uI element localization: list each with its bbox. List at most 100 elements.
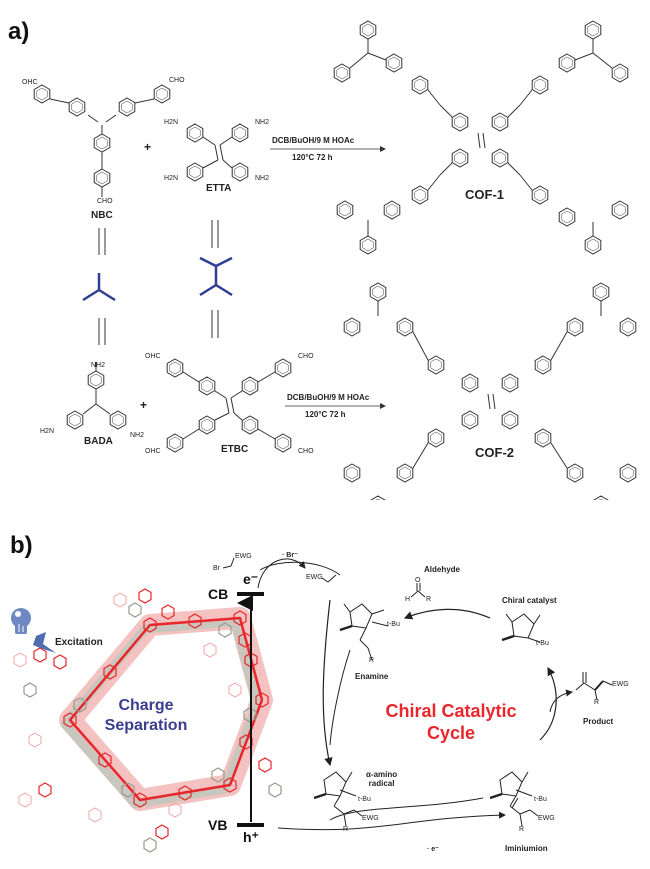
- chiral-catalyst-label: Chiral catalyst: [502, 596, 557, 605]
- bada-label: BADA: [84, 436, 113, 447]
- equals-symbol-etta: [211, 220, 219, 248]
- cof-2-structure: [343, 282, 637, 500]
- alpha-amino-radical-molecule: [313, 771, 363, 827]
- cof-2-label: COF-2: [475, 445, 514, 460]
- substrate-ewg-label: EWG: [235, 553, 252, 560]
- etta-molecule: [186, 123, 249, 182]
- equals-symbol-etbc: [211, 310, 219, 338]
- bada-group-h2n: H2N: [40, 428, 55, 435]
- iminium-r-label: R: [519, 826, 525, 833]
- bada-group-nh2-top: NH2: [91, 362, 106, 369]
- aldehyde-label: Aldehyde: [424, 565, 461, 574]
- equals-symbol-bada: [98, 318, 106, 345]
- nbc-group-cho-right: CHO: [169, 77, 185, 84]
- alpha-amino-radical-label: α-amino radical: [366, 770, 397, 788]
- etbc-group-cho-bottom: CHO: [298, 448, 314, 455]
- product-ewg-label: EWG: [612, 681, 629, 688]
- product-label: Product: [583, 717, 614, 726]
- charge-separation-label: Charge Separation: [96, 696, 196, 736]
- alkyl-radical-molecule: [321, 574, 337, 583]
- nbc-molecule: [33, 84, 171, 197]
- etbc-molecule: [166, 358, 292, 453]
- radical-tbu-label: t-Bu: [358, 796, 371, 803]
- equals-symbol-nbc: [98, 228, 106, 255]
- enamine-tbu-label: t-Bu: [387, 621, 400, 628]
- product-molecule: [575, 672, 613, 701]
- radical-r-label: R: [343, 826, 349, 833]
- conditions-1-solvent: DCB/BuOH/9 M HOAc: [272, 136, 355, 145]
- panel-a-label: a): [8, 18, 30, 45]
- radical-addition-arrow: [322, 599, 333, 767]
- radical-ewg-substituent: EWG: [362, 815, 379, 822]
- radical-ewg-label: EWG: [306, 574, 323, 581]
- charge-separation-line-1: Charge: [118, 697, 174, 714]
- enamine-label: Enamine: [355, 672, 389, 681]
- chiral-catalyst-molecule: [501, 613, 541, 643]
- iminium-ion-label: Iminiumion: [505, 844, 548, 853]
- electron-transfer-arrow: [257, 558, 306, 589]
- aldehyde-h-label: H: [405, 596, 411, 603]
- charge-separation-line-2: Separation: [104, 717, 188, 734]
- panel-b-label: b): [10, 532, 33, 559]
- alkyl-bromide-molecule: [222, 557, 235, 569]
- plus-sign-2: +: [140, 398, 148, 412]
- aldehyde-r-label: R: [426, 596, 432, 603]
- substrate-br-label: Br: [213, 565, 220, 572]
- alpha-amino-radical-line-2: radical: [368, 779, 395, 788]
- excitation-label: Excitation: [55, 637, 103, 648]
- hole-oxidation-arrow: [277, 811, 506, 831]
- cof-framework-pore: [13, 588, 282, 853]
- aldehyde-molecule: [410, 583, 426, 598]
- iminium-tbu-label: t-Bu: [534, 796, 547, 803]
- alpha-amino-radical-line-1: α-amino: [366, 770, 398, 779]
- lightning-bolt-icon: [33, 632, 56, 653]
- conditions-2-solvent: DCB/BuOH/9 M HOAc: [287, 393, 370, 402]
- etta-group-h2n-bottom: H2N: [164, 175, 179, 182]
- bada-group-nh2-right: NH2: [130, 432, 145, 439]
- etta-group-h2n-top: H2N: [164, 119, 179, 126]
- enamine-r-label: R: [369, 657, 375, 664]
- etbc-group-ohc-bottom: OHC: [145, 448, 161, 455]
- enamine-to-radical-arrow: [329, 649, 351, 746]
- aldehyde-condensation-arrow: [403, 608, 491, 620]
- electron-loss-label: · e⁻: [427, 846, 439, 853]
- chiral-catalytic-cycle-label: Chiral Catalytic Cycle: [376, 700, 526, 744]
- product-r-label: R: [594, 699, 600, 706]
- bromide-loss-label: · Br⁻: [282, 552, 298, 559]
- tetratopic-node-icon: [199, 256, 233, 297]
- nbc-group-ohc: OHC: [22, 79, 38, 86]
- catalyst-regeneration-arrow: [539, 666, 557, 741]
- tritopic-node-icon: [82, 273, 116, 302]
- cof-1-label: COF-1: [465, 187, 504, 202]
- plus-sign-1: +: [144, 140, 152, 154]
- iminium-formation-arrow: [329, 797, 484, 821]
- conditions-2-temp: 120°C 72 h: [305, 410, 346, 419]
- iminium-ion-molecule: [489, 771, 539, 827]
- iminium-ewg-label: EWG: [538, 815, 555, 822]
- etta-group-nh2-bottom: NH2: [255, 175, 270, 182]
- bromide-loss-arrow: [259, 561, 341, 576]
- hole-label: h⁺: [243, 829, 259, 845]
- cycle-title-line-1: Chiral Catalytic: [385, 701, 517, 721]
- electron-label: e⁻: [243, 571, 259, 587]
- nbc-group-cho-bottom: CHO: [97, 198, 113, 205]
- enamine-molecule: [339, 603, 389, 661]
- etta-group-nh2-top: NH2: [255, 119, 270, 126]
- etbc-group-ohc-top: OHC: [145, 353, 161, 360]
- bada-molecule: [66, 362, 127, 430]
- aldehyde-o-label: O: [415, 577, 421, 584]
- etbc-group-cho-top: CHO: [298, 353, 314, 360]
- cof-1-structure: [333, 20, 629, 255]
- conditions-1-temp: 120°C 72 h: [292, 153, 333, 162]
- nbc-label: NBC: [91, 210, 113, 221]
- cb-label: CB: [208, 586, 229, 602]
- etta-label: ETTA: [206, 183, 232, 194]
- catalyst-tbu-label: t-Bu: [536, 640, 549, 647]
- product-release-arrow-head: [549, 689, 573, 713]
- panel-a-structures: [33, 20, 637, 500]
- light-bulb-icon: [11, 608, 31, 634]
- vb-label: VB: [208, 817, 228, 833]
- etbc-label: ETBC: [221, 444, 249, 455]
- cycle-title-line-2: Cycle: [426, 723, 476, 743]
